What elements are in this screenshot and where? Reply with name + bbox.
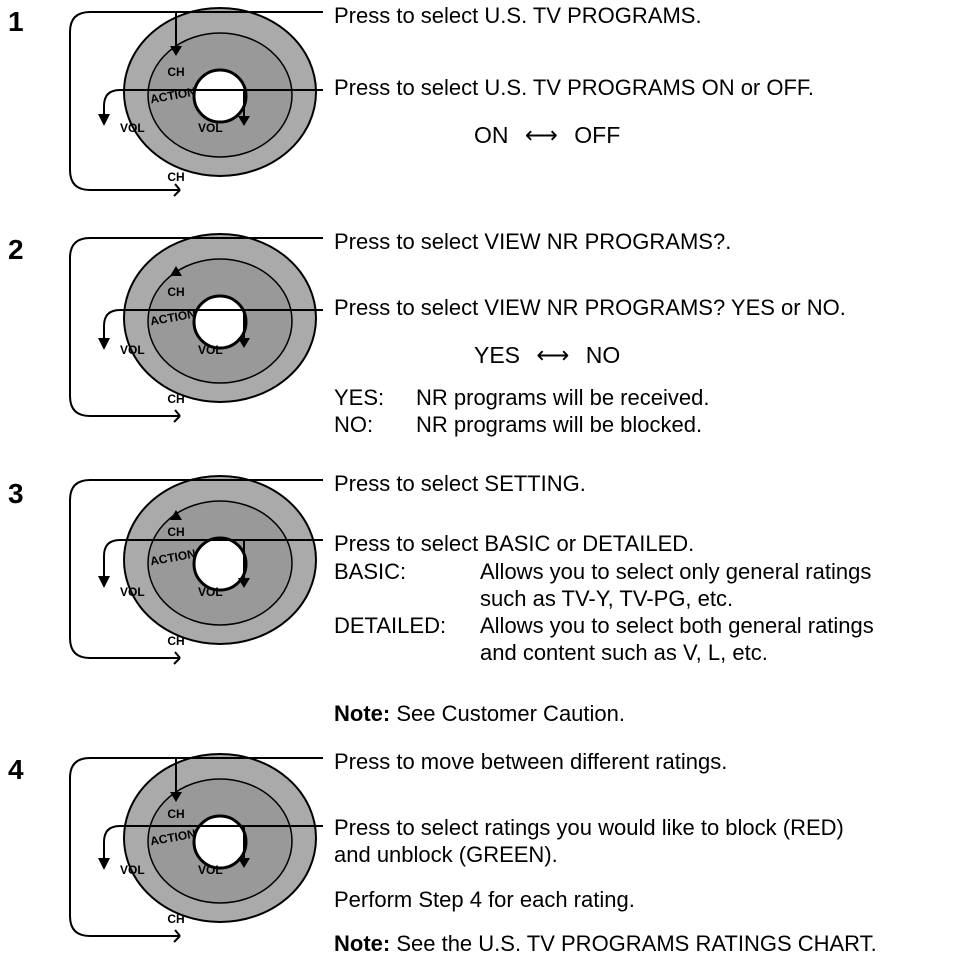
step4-line-side-1: Press to select ratings you would like t…: [334, 815, 844, 840]
vol-left-label: VOL: [120, 585, 145, 599]
step1-line-side: Press to select U.S. TV PROGRAMS ON or O…: [334, 75, 815, 100]
vol-right-label: VOL: [198, 121, 223, 135]
definition-desc-line: and content such as V, L, etc.: [480, 640, 768, 665]
ch-top-label: CH: [167, 285, 184, 299]
vol-right-label: VOL: [198, 343, 223, 357]
definition-row: BASIC: Allows you to select only general…: [334, 558, 874, 612]
definition-desc: Allows you to select both general rating…: [480, 612, 874, 666]
step1-toggle: ON ⟷ OFF: [474, 122, 620, 149]
step-number: 1: [8, 6, 24, 37]
vol-left-label: VOL: [120, 863, 145, 877]
definition-row: DETAILED: Allows you to select both gene…: [334, 612, 874, 666]
definition-desc: Allows you to select only general rating…: [480, 558, 871, 612]
ch-top-label: CH: [167, 65, 184, 79]
remote-diagram: CH CH VOL VOL ACTION: [69, 752, 323, 943]
step2-line-side: Press to select VIEW NR PROGRAMS? YES or…: [334, 295, 846, 320]
step3-note: Note: See Customer Caution.: [334, 700, 625, 727]
toggle-left: YES: [474, 342, 521, 368]
vol-left-label: VOL: [120, 343, 145, 357]
toggle-right: OFF: [574, 122, 621, 148]
definition-row: NO: NR programs will be blocked.: [334, 411, 709, 438]
step2-line-up: Press to select VIEW NR PROGRAMS?.: [334, 229, 732, 254]
step2-toggle: YES ⟷ NO: [474, 342, 620, 369]
ch-top-label: CH: [167, 525, 184, 539]
definition-desc: NR programs will be blocked.: [416, 412, 703, 437]
step2-definitions: YES: NR programs will be received. NO: N…: [334, 384, 709, 438]
step3-line-up: Press to select SETTING.: [334, 471, 586, 496]
vol-right-label: VOL: [198, 585, 223, 599]
step3-line-side: Press to select BASIC or DETAILED.: [334, 531, 695, 556]
definition-term: NO:: [334, 412, 374, 437]
note-label: Note:: [334, 931, 391, 956]
step4-line-side-2: and unblock (GREEN).: [334, 842, 558, 867]
toggle-right: NO: [585, 342, 621, 368]
definition-term: DETAILED:: [334, 613, 447, 638]
ch-bottom-label: CH: [167, 912, 184, 926]
remote-diagram: CH CH VOL VOL ACTION: [69, 6, 323, 197]
step-4: 4 CH CH VOL VOL ACTION Press to move bet…: [0, 746, 974, 968]
remote-diagram: CH CH VOL VOL ACTION: [69, 474, 323, 665]
step-number: 2: [8, 234, 24, 265]
step-2: 2 CH CH VOL VOL ACTION Press to select V…: [0, 226, 974, 446]
definition-row: YES: NR programs will be received.: [334, 384, 709, 411]
step1-line-up: Press to select U.S. TV PROGRAMS.: [334, 3, 702, 28]
ch-top-label: CH: [167, 807, 184, 821]
remote-diagram: CH CH VOL VOL ACTION: [69, 232, 323, 423]
note-label: Note:: [334, 701, 391, 726]
definition-term: YES:: [334, 385, 385, 410]
double-arrow-icon: ⟷: [524, 122, 558, 148]
definition-desc-line: such as TV-Y, TV-PG, etc.: [480, 586, 734, 611]
definition-desc-line: Allows you to select only general rating…: [480, 559, 872, 584]
double-arrow-icon: ⟷: [536, 342, 570, 368]
step-3: 3 CH CH VOL VOL ACTION Press to select S…: [0, 468, 974, 728]
step4-perform: Perform Step 4 for each rating.: [334, 887, 635, 912]
definition-desc-line: Allows you to select both general rating…: [480, 613, 874, 638]
note-text: See Customer Caution.: [390, 701, 625, 726]
step-1: 1 CH CH VOL VOL ACTION Press to select U…: [0, 0, 974, 210]
note-text: See the U.S. TV PROGRAMS RATINGS CHART.: [390, 931, 877, 956]
step-number: 3: [8, 478, 24, 509]
ch-bottom-label: CH: [167, 170, 184, 184]
step4-note: Note: See the U.S. TV PROGRAMS RATINGS C…: [334, 930, 877, 957]
step3-definitions: BASIC: Allows you to select only general…: [334, 558, 874, 666]
definition-desc: NR programs will be received.: [416, 385, 710, 410]
vol-right-label: VOL: [198, 863, 223, 877]
ch-bottom-label: CH: [167, 634, 184, 648]
ch-bottom-label: CH: [167, 392, 184, 406]
definition-term: BASIC:: [334, 559, 407, 584]
step4-line-up: Press to move between different ratings.: [334, 749, 728, 774]
vol-left-label: VOL: [120, 121, 145, 135]
toggle-left: ON: [474, 122, 509, 148]
step-number: 4: [8, 754, 24, 785]
